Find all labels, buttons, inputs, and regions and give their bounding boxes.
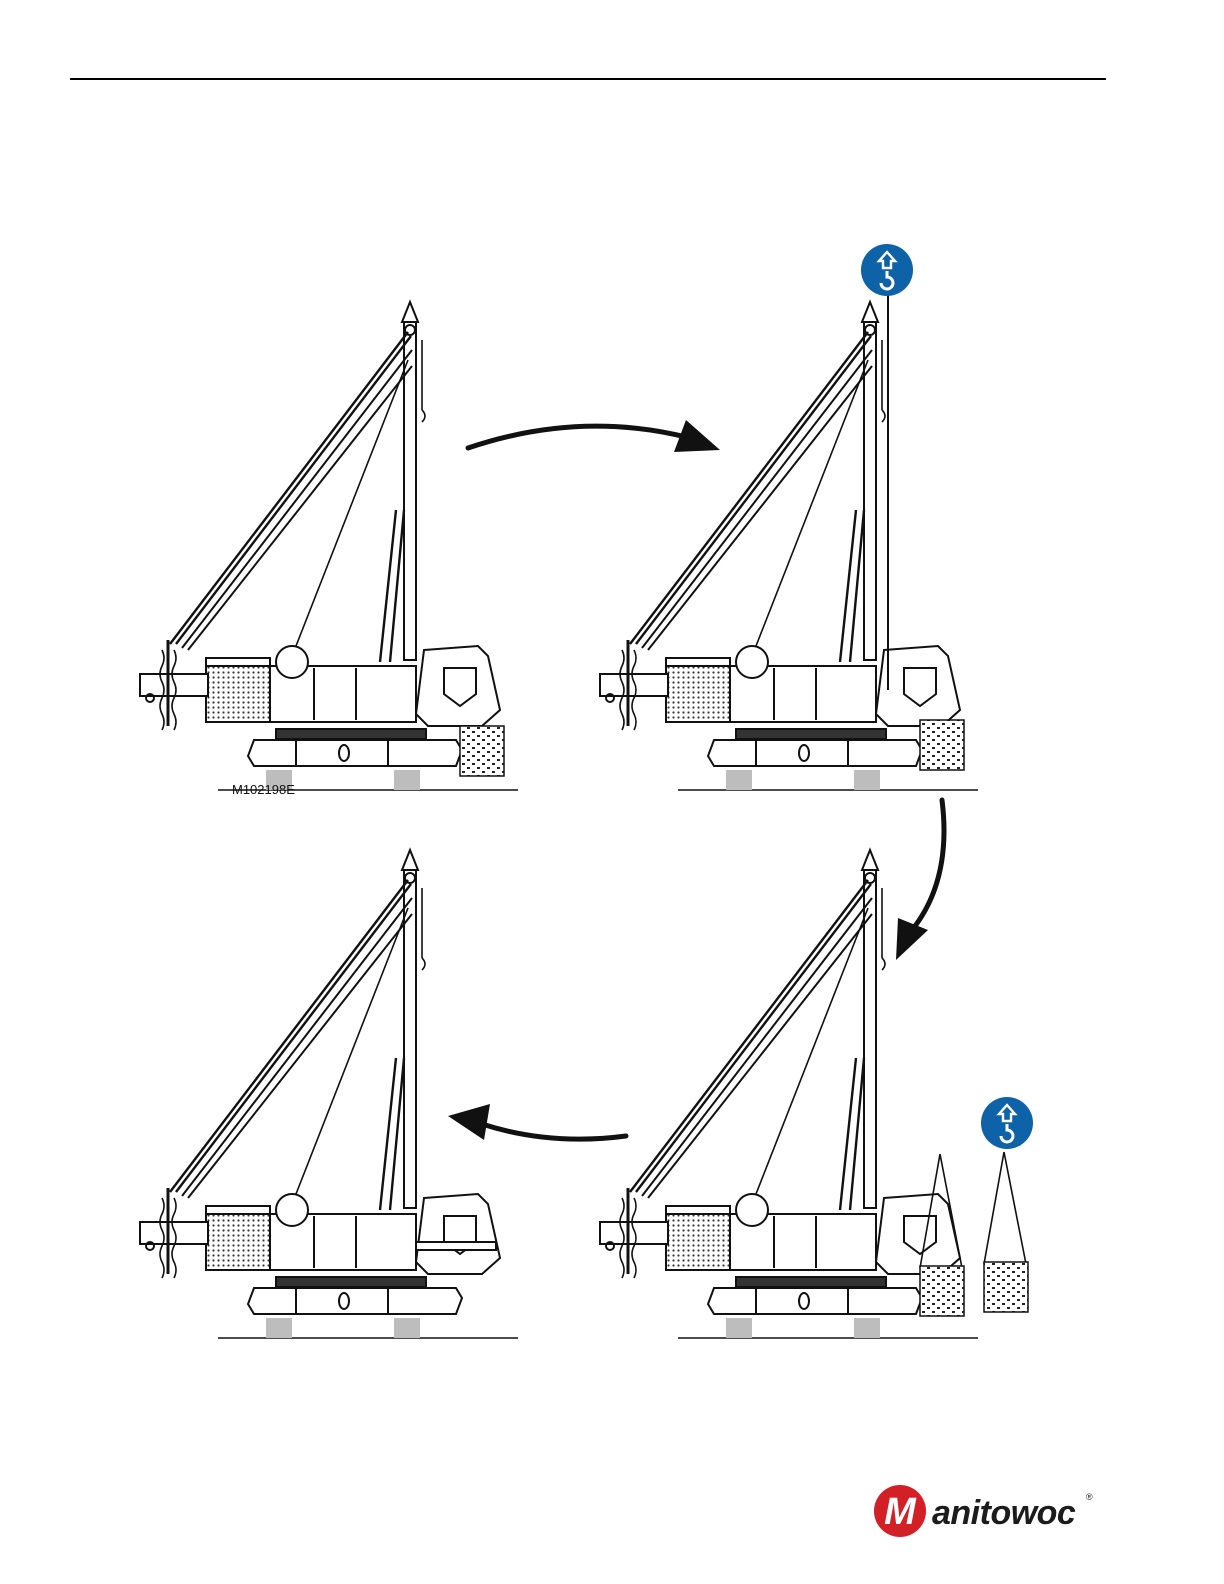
manitowoc-logo: M anitowoc ® [872,1480,1102,1542]
hook-lift-icon [860,243,914,297]
crane-figure-step-3 [586,818,1006,1358]
crane-figure-step-4 [126,818,546,1358]
logo-registered-mark: ® [1086,1492,1093,1502]
header-rule [70,78,1106,80]
logo-initial: M [884,1491,917,1533]
hook-lift-icon [980,1096,1034,1150]
crane-figure-step-1 [126,270,546,810]
logo-wordmark: anitowoc [932,1494,1075,1533]
crane-figure-step-2 [586,270,1006,810]
figure-id: M102198E [232,782,295,797]
